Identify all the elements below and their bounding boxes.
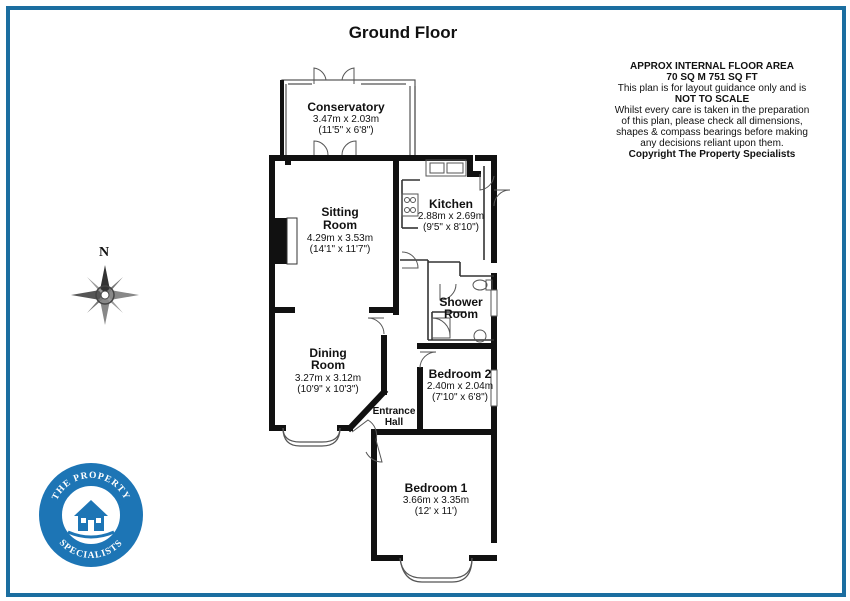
page-border <box>6 6 846 597</box>
sitting-room-metric: 4.29m x 3.53m <box>307 233 373 244</box>
door-swings <box>351 174 511 463</box>
conservatory-french-doors <box>313 67 357 157</box>
notes-line-1: This plan is for layout guidance only an… <box>617 83 807 94</box>
notes-line-3: of this plan, please check all dimension… <box>621 116 803 127</box>
kitchen-name: Kitchen <box>429 197 473 211</box>
shower-room-name-2: Room <box>444 307 478 321</box>
kitchen-imperial: (9'5" x 8'10") <box>423 222 479 233</box>
conservatory-imperial: (11'5" x 6'8") <box>318 125 373 136</box>
room-shower: Shower Room <box>439 295 483 321</box>
copyright: Copyright The Property Specialists <box>628 149 796 160</box>
shower-tray <box>431 317 451 339</box>
floor-area-notes: APPROX INTERNAL FLOOR AREA 70 SQ M 751 S… <box>606 61 818 160</box>
kitchen-hob <box>401 193 419 217</box>
notes-line-5: any decisions reliant upon them. <box>640 138 784 149</box>
toilet <box>472 279 493 291</box>
bedroom1-imperial: (12' x 11') <box>415 506 458 517</box>
dining-room-imperial: (10'9" x 10'3") <box>297 384 359 395</box>
company-logo: THE PROPERTY SPECIALISTS <box>39 463 143 567</box>
house-icon <box>67 500 115 539</box>
bedroom1-name: Bedroom 1 <box>405 481 468 495</box>
room-bedroom1: Bedroom 1 3.66m x 3.35m (12' x 11') <box>403 481 469 517</box>
bedroom1-bay-window <box>399 557 473 583</box>
sitting-room-imperial: (14'1" x 11'7") <box>310 244 371 255</box>
dining-room-name-2: Room <box>311 358 345 372</box>
bedroom1-metric: 3.66m x 3.35m <box>403 495 469 506</box>
room-dining: Dining Room 3.27m x 3.12m (10'9" x 10'3"… <box>295 346 361 395</box>
entrance-hall-name-2: Hall <box>385 417 404 428</box>
room-kitchen: Kitchen 2.88m x 2.69m (9'5" x 8'10") <box>418 197 484 233</box>
conservatory-structure <box>280 79 416 158</box>
bedroom2-metric: 2.40m x 2.04m <box>427 381 493 392</box>
shower-room-name-1: Shower <box>439 295 483 309</box>
bedroom2-name: Bedroom 2 <box>429 367 492 381</box>
notes-line-2: Whilst every care is taken in the prepar… <box>614 105 810 116</box>
compass-north-label: N <box>99 245 109 260</box>
fireplace <box>275 217 298 265</box>
side-windows <box>490 289 498 407</box>
dining-bay-window <box>282 427 341 447</box>
entrance-hall-name-1: Entrance <box>373 406 416 417</box>
basin <box>473 329 487 343</box>
conservatory-metric: 3.47m x 2.03m <box>313 114 379 125</box>
room-conservatory: Conservatory 3.47m x 2.03m (11'5" x 6'8"… <box>307 100 385 136</box>
room-bedroom2: Bedroom 2 2.40m x 2.04m (7'10" x 6'8") <box>427 367 493 403</box>
room-sitting: Sitting Room 4.29m x 3.53m (14'1" x 11'7… <box>307 205 373 255</box>
walls <box>269 155 497 561</box>
not-to-scale: NOT TO SCALE <box>674 94 750 105</box>
floor-title: Ground Floor <box>348 23 458 42</box>
kitchen-sink <box>425 159 467 177</box>
compass-rose-icon <box>71 265 139 325</box>
sitting-room-name-1: Sitting <box>321 205 358 219</box>
area-value: 70 SQ M 751 SQ FT <box>666 72 758 83</box>
dining-room-name-1: Dining <box>309 346 346 360</box>
notes-line-4: shapes & compass bearings before making <box>616 127 808 138</box>
sitting-room-name-2: Room <box>323 218 357 232</box>
conservatory-name: Conservatory <box>307 100 385 114</box>
dining-room-metric: 3.27m x 3.12m <box>295 373 361 384</box>
bedroom2-imperial: (7'10" x 6'8") <box>432 392 488 403</box>
kitchen-metric: 2.88m x 2.69m <box>418 211 484 222</box>
area-heading: APPROX INTERNAL FLOOR AREA <box>630 61 794 72</box>
room-entrance-hall: Entrance Hall <box>373 406 416 428</box>
